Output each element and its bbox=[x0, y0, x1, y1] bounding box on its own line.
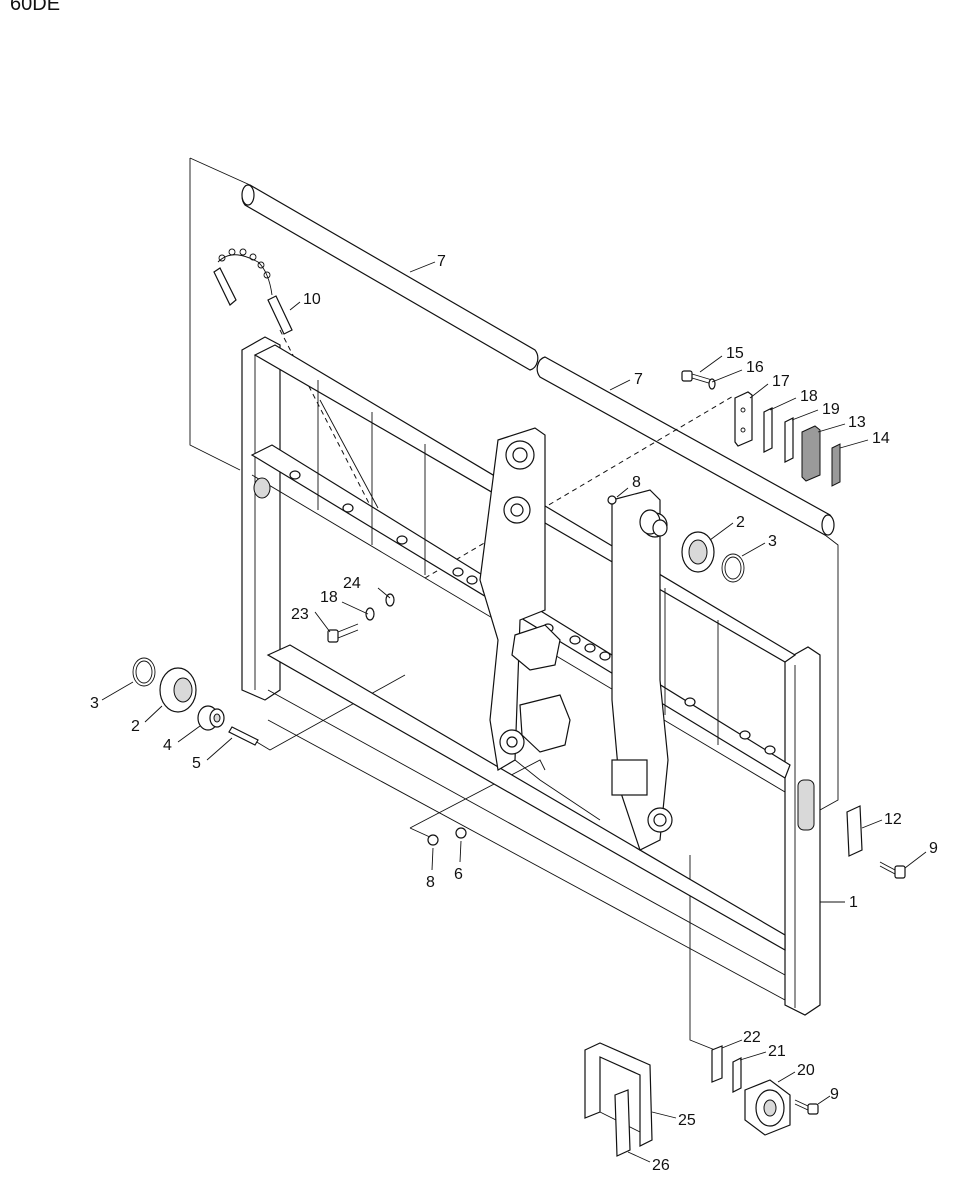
plate-part-26 bbox=[614, 1089, 631, 1157]
callout-1: 1 bbox=[849, 894, 858, 911]
washer-part-24 bbox=[385, 593, 395, 607]
washer-part-18-lower bbox=[365, 607, 375, 621]
callout-26: 26 bbox=[652, 1157, 670, 1174]
callout-19: 19 bbox=[822, 401, 840, 418]
nut-part-8-lower bbox=[427, 834, 439, 846]
callout-5: 5 bbox=[192, 755, 201, 772]
callout-24: 24 bbox=[343, 575, 361, 592]
shaft-stub-right bbox=[639, 509, 668, 537]
shim-part-18-top bbox=[763, 407, 773, 453]
callout-13: 13 bbox=[848, 414, 866, 431]
callout-16: 16 bbox=[746, 359, 764, 376]
plate-part-12 bbox=[846, 805, 863, 857]
roller-part-20 bbox=[744, 1079, 791, 1136]
bolt-part-15 bbox=[681, 370, 713, 385]
snap-ring-part-3-left bbox=[132, 657, 156, 687]
callout-4: 4 bbox=[163, 737, 172, 754]
snap-ring-part-3-right bbox=[721, 553, 745, 583]
leader-lines bbox=[101, 261, 927, 1163]
washer-part-16 bbox=[708, 378, 716, 390]
upper-shaft-part-7 bbox=[241, 184, 539, 371]
clip-part-22 bbox=[711, 1045, 723, 1083]
nut-part-8-top bbox=[607, 495, 617, 505]
callout-9-right: 9 bbox=[929, 840, 938, 857]
callout-15: 15 bbox=[726, 345, 744, 362]
model-code: 60DE bbox=[10, 0, 60, 15]
bearing-part-2-left bbox=[159, 667, 197, 713]
callout-22: 22 bbox=[743, 1029, 761, 1046]
callout-14: 14 bbox=[872, 430, 890, 447]
callout-18-upper: 18 bbox=[800, 388, 818, 405]
assembly-guide-lines bbox=[189, 157, 839, 1051]
callout-2-left: 2 bbox=[131, 718, 140, 735]
bushing-part-4 bbox=[197, 705, 225, 731]
shim-part-19 bbox=[784, 417, 794, 463]
callout-12: 12 bbox=[884, 811, 902, 828]
callout-10: 10 bbox=[303, 291, 321, 308]
callout-17: 17 bbox=[772, 373, 790, 390]
bearing-part-2-right bbox=[681, 531, 715, 573]
side-shift-plate-right bbox=[611, 489, 673, 851]
callout-8-upper: 8 bbox=[632, 474, 641, 491]
callout-2-right: 2 bbox=[736, 514, 745, 531]
callout-7-upper: 7 bbox=[437, 253, 446, 270]
bolt-part-23 bbox=[327, 623, 359, 643]
clip-part-21 bbox=[732, 1057, 742, 1093]
callout-7-lower: 7 bbox=[634, 371, 643, 388]
pin-part-5 bbox=[228, 726, 259, 746]
lock-pin-chain-part-10 bbox=[213, 248, 293, 335]
callout-23: 23 bbox=[291, 606, 309, 623]
callout-9-lower: 9 bbox=[830, 1086, 839, 1103]
callout-3-right: 3 bbox=[768, 533, 777, 550]
side-shift-plate-left bbox=[479, 427, 546, 771]
bracket-part-17 bbox=[734, 391, 753, 447]
callout-3-left: 3 bbox=[90, 695, 99, 712]
callout-20: 20 bbox=[797, 1062, 815, 1079]
callout-21: 21 bbox=[768, 1043, 786, 1060]
callout-8-lower: 8 bbox=[426, 874, 435, 891]
bolt-part-9-right bbox=[879, 861, 906, 879]
nut-part-6 bbox=[455, 827, 467, 839]
center-carrier bbox=[511, 624, 601, 821]
callout-25: 25 bbox=[678, 1112, 696, 1129]
bolt-part-9-lower bbox=[794, 1099, 819, 1115]
callout-18-lower: 18 bbox=[320, 589, 338, 606]
callout-labels: 7 10 7 15 16 17 18 19 13 14 8 2 3 24 18 … bbox=[90, 253, 938, 1174]
pad-part-13 bbox=[801, 425, 821, 482]
pad-part-14 bbox=[831, 443, 841, 487]
callout-6: 6 bbox=[454, 866, 463, 883]
